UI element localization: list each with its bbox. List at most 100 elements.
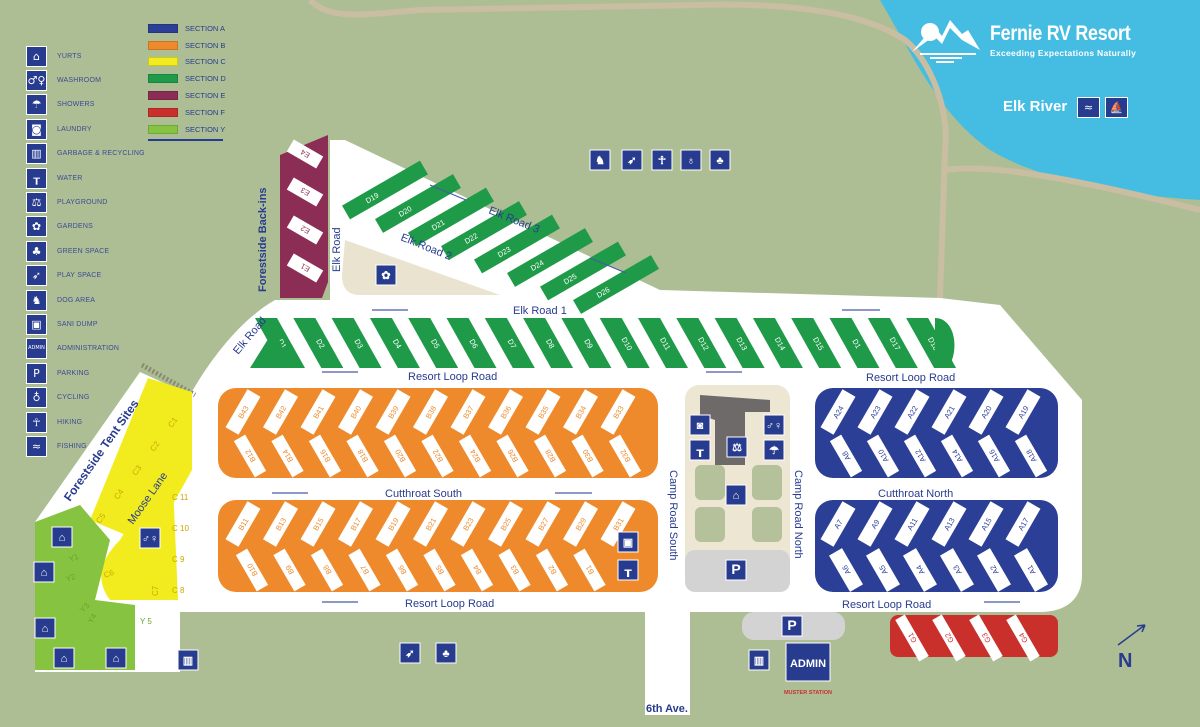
campsite[interactable]: A10 bbox=[866, 434, 900, 478]
campsite[interactable]: E2 bbox=[286, 215, 324, 245]
campsite[interactable]: A16 bbox=[977, 434, 1011, 478]
campsite[interactable]: A7 bbox=[820, 501, 856, 547]
campsite-label[interactable]: C 9 bbox=[172, 555, 185, 564]
campsite[interactable]: B43 bbox=[225, 389, 261, 435]
campsite[interactable]: D26 bbox=[573, 255, 659, 314]
campsite[interactable]: B10 bbox=[235, 548, 269, 592]
campsite[interactable]: D4 bbox=[369, 318, 420, 368]
campsite[interactable]: B39 bbox=[375, 389, 411, 435]
campsite[interactable]: D14 bbox=[752, 318, 803, 368]
campsite[interactable]: D23 bbox=[474, 214, 560, 274]
campsite[interactable]: G3 bbox=[969, 614, 1003, 662]
campsite[interactable]: A22 bbox=[894, 389, 930, 435]
campsite[interactable]: B7 bbox=[348, 548, 381, 592]
campsite[interactable]: B6 bbox=[385, 548, 419, 592]
campsite[interactable]: B18 bbox=[346, 434, 379, 478]
campsite[interactable]: A12 bbox=[903, 434, 937, 478]
campsite[interactable]: D17 bbox=[867, 318, 918, 368]
campsite[interactable]: B11 bbox=[225, 501, 261, 547]
campsite[interactable]: D19 bbox=[342, 160, 428, 220]
campsite[interactable]: A14 bbox=[940, 434, 974, 478]
campsite[interactable]: A2 bbox=[977, 548, 1011, 592]
campsite[interactable]: B29 bbox=[563, 501, 598, 547]
campsite[interactable]: B35 bbox=[525, 389, 561, 435]
campsite[interactable]: D9 bbox=[561, 318, 612, 368]
campsite[interactable]: B23 bbox=[450, 501, 486, 547]
campsite[interactable]: B16 bbox=[308, 434, 342, 478]
campsite[interactable]: B19 bbox=[375, 501, 411, 547]
campsite[interactable]: B28 bbox=[533, 434, 567, 478]
campsite[interactable]: A15 bbox=[968, 501, 1004, 547]
campsite[interactable]: D15 bbox=[791, 318, 842, 368]
campsite[interactable]: E1 bbox=[286, 253, 324, 283]
campsite-label[interactable]: C 11 bbox=[172, 493, 189, 502]
campsite[interactable]: B15 bbox=[300, 501, 336, 547]
campsite[interactable]: B25 bbox=[488, 501, 523, 547]
campsite[interactable]: D7 bbox=[484, 318, 535, 368]
campsite[interactable]: A24 bbox=[820, 389, 856, 435]
campsite[interactable]: D24 bbox=[507, 228, 593, 287]
campsite[interactable]: A20 bbox=[968, 389, 1004, 435]
campsite[interactable]: A21 bbox=[931, 389, 967, 435]
campsite[interactable]: A1 bbox=[1014, 548, 1048, 592]
campsite[interactable]: B36 bbox=[488, 389, 523, 435]
campsite[interactable]: B21 bbox=[413, 501, 448, 547]
campsite[interactable]: D21 bbox=[408, 187, 494, 247]
campsite[interactable]: B40 bbox=[338, 389, 373, 435]
campsite[interactable]: D22 bbox=[441, 201, 527, 260]
campsite[interactable]: D5 bbox=[408, 318, 459, 368]
campsite[interactable]: D10 bbox=[599, 318, 650, 368]
campsite[interactable]: B30 bbox=[571, 434, 604, 478]
campsite[interactable]: B4 bbox=[460, 548, 494, 592]
campsite-label[interactable]: C 8 bbox=[172, 586, 185, 595]
campsite[interactable]: G4 bbox=[1006, 614, 1040, 662]
campsite[interactable]: B12 bbox=[233, 434, 267, 478]
campsite[interactable]: A18 bbox=[1014, 434, 1048, 478]
campsite[interactable]: B34 bbox=[563, 389, 598, 435]
campsite[interactable]: A8 bbox=[829, 434, 863, 478]
campsite[interactable]: G1 bbox=[895, 614, 929, 662]
campsite[interactable]: B37 bbox=[450, 389, 486, 435]
campsite[interactable]: A13 bbox=[931, 501, 967, 547]
campsite[interactable]: D6 bbox=[446, 318, 497, 368]
campsite-label[interactable]: Y4 bbox=[86, 612, 99, 625]
campsite[interactable]: D11 bbox=[638, 318, 688, 368]
campsite[interactable]: B38 bbox=[413, 389, 448, 435]
campsite[interactable]: A17 bbox=[1005, 501, 1041, 547]
campsite[interactable]: B1 bbox=[573, 548, 606, 592]
campsite[interactable]: A4 bbox=[903, 548, 937, 592]
campsite[interactable]: E3 bbox=[286, 177, 324, 207]
campsite[interactable]: B32 bbox=[608, 434, 642, 478]
campsite[interactable]: A5 bbox=[866, 548, 900, 592]
campsite[interactable]: B8 bbox=[310, 548, 344, 592]
campsite[interactable]: A11 bbox=[894, 501, 930, 547]
campsite[interactable]: D2 bbox=[293, 318, 344, 368]
campsite[interactable]: B5 bbox=[423, 548, 456, 592]
campsite[interactable]: B20 bbox=[383, 434, 417, 478]
campsite[interactable]: B24 bbox=[458, 434, 492, 478]
campsite[interactable]: B14 bbox=[271, 434, 304, 478]
campsite-label[interactable]: C7 bbox=[151, 585, 160, 596]
campsite[interactable]: D13 bbox=[714, 318, 765, 368]
campsite-label[interactable]: Y1 bbox=[68, 552, 81, 564]
campsite[interactable]: E4 bbox=[286, 139, 324, 169]
campsite[interactable]: A6 bbox=[829, 548, 863, 592]
campsite[interactable]: D1 bbox=[829, 318, 880, 368]
campsite[interactable]: D8 bbox=[523, 318, 574, 368]
campsite[interactable]: B22 bbox=[421, 434, 454, 478]
campsite[interactable]: A23 bbox=[857, 389, 893, 435]
campsite[interactable]: B42 bbox=[263, 389, 298, 435]
campsite[interactable]: B26 bbox=[496, 434, 529, 478]
campsite[interactable]: B31 bbox=[600, 501, 636, 547]
campsite[interactable]: B3 bbox=[498, 548, 531, 592]
campsite[interactable]: B9 bbox=[273, 548, 306, 592]
campsite[interactable]: B2 bbox=[535, 548, 569, 592]
campsite[interactable]: G2 bbox=[932, 614, 966, 662]
campsite[interactable]: B41 bbox=[300, 389, 336, 435]
campsite[interactable]: D3 bbox=[331, 318, 382, 368]
campsite-label[interactable]: C 10 bbox=[172, 524, 189, 533]
campsite-label[interactable]: C6 bbox=[103, 568, 116, 580]
campsite[interactable]: A3 bbox=[940, 548, 974, 592]
campsite[interactable]: B13 bbox=[263, 501, 298, 547]
campsite[interactable]: D25 bbox=[540, 241, 626, 301]
